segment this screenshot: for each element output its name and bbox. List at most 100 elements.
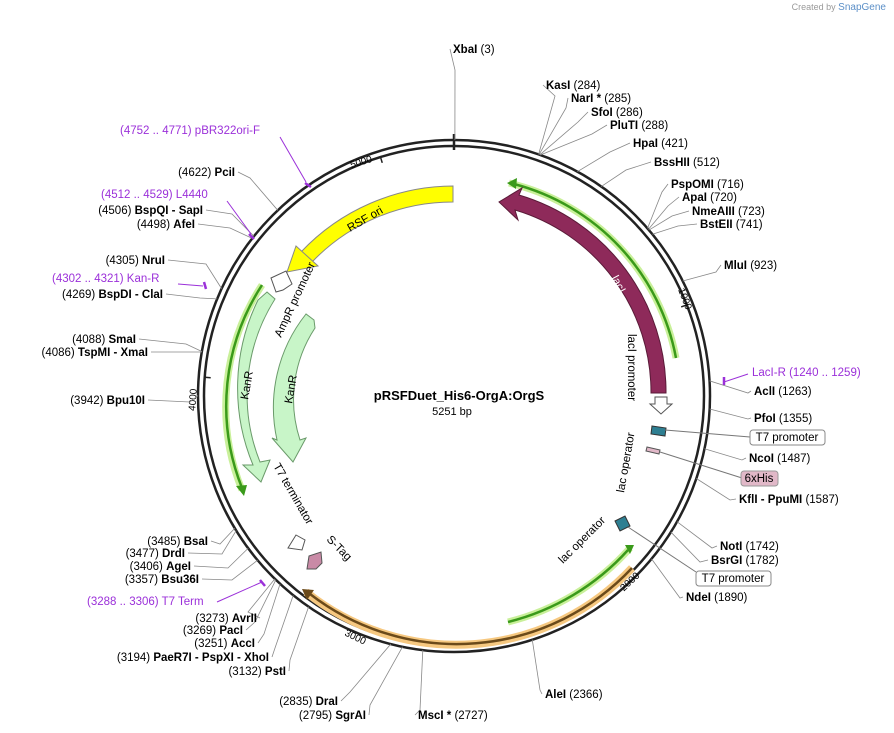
site-position: (4305): [106, 255, 142, 267]
restriction-site-label[interactable]: PspOMI (716): [671, 179, 744, 191]
site-position: (2795): [299, 710, 335, 722]
site-name: NarI *: [571, 93, 602, 105]
restriction-site-label[interactable]: (4086) TspMI - XmaI: [41, 347, 148, 359]
restriction-site-label[interactable]: SfoI (286): [591, 107, 643, 119]
restriction-site-label[interactable]: (3357) Bsu36I: [125, 574, 199, 586]
restriction-site-label[interactable]: (4506) BspQI - SapI: [98, 205, 203, 217]
site-position: (1263): [775, 386, 812, 398]
orf-arrow-upper-head: [507, 178, 517, 189]
restriction-site-label[interactable]: BsrGI (1782): [711, 555, 779, 567]
t7-promoter-1-box: [749, 429, 826, 446]
restriction-site-label[interactable]: (3269) PacI: [183, 625, 243, 637]
restriction-site-label[interactable]: AclI (1263): [754, 386, 812, 398]
laci-feature[interactable]: [498, 186, 667, 394]
site-name: Bpu10I: [107, 395, 145, 407]
site-leader: [538, 97, 569, 155]
site-name: SfoI: [591, 107, 613, 119]
site-position: (285): [601, 93, 631, 105]
orf-arrow-bottom-head: [302, 589, 314, 600]
site-leader: [147, 395, 199, 403]
site-leader: [197, 223, 253, 239]
site-position: (4086): [41, 347, 77, 359]
restriction-site-label[interactable]: KflI - PpuMI (1587): [739, 494, 839, 506]
restriction-site-label[interactable]: (3406) AgeI: [130, 561, 191, 573]
rsf-ori-body[interactable]: [300, 185, 454, 263]
restriction-site-label[interactable]: (4622) PciI: [178, 167, 235, 179]
site-position: (1742): [742, 541, 779, 553]
primer-label[interactable]: (4302 .. 4321) Kan-R: [52, 273, 159, 285]
primer-label[interactable]: (3288 .. 3306) T7 Term: [87, 596, 204, 608]
site-leader: [449, 48, 456, 141]
site-leader: [340, 643, 392, 702]
restriction-site-label[interactable]: PluTI (288): [610, 120, 668, 132]
site-leader: [670, 531, 709, 563]
restriction-site-label[interactable]: AleI (2366): [545, 689, 603, 701]
restriction-site-label[interactable]: NotI (1742): [720, 541, 779, 553]
restriction-site-label[interactable]: NcoI (1487): [749, 453, 811, 465]
restriction-site-label[interactable]: MluI (923): [724, 260, 777, 272]
site-position: (2727): [451, 710, 488, 722]
restriction-site-label[interactable]: NdeI (1890): [686, 592, 748, 604]
orf-arrow-left: [224, 284, 264, 489]
restriction-site-label[interactable]: (4088) SmaI: [72, 334, 136, 346]
restriction-site-label[interactable]: (3132) PstI: [228, 666, 286, 678]
restriction-site-label[interactable]: (4498) AfeI: [137, 219, 195, 231]
t7-promoter-1-marker: [650, 425, 667, 437]
restriction-site-label[interactable]: NarI * (285): [571, 93, 631, 105]
primer-label[interactable]: LacI-R (1240 .. 1259): [752, 367, 861, 379]
site-name: DraI: [316, 696, 338, 708]
restriction-site-label[interactable]: (2795) SgrAI: [299, 710, 366, 722]
restriction-site-label[interactable]: (2835) DraI: [279, 696, 338, 708]
restriction-site-label[interactable]: (3251) AccI: [194, 638, 255, 650]
site-name: TspMI - XmaI: [78, 347, 148, 359]
site-leader: [651, 558, 684, 599]
site-name: KasI: [546, 80, 570, 92]
restriction-site-label[interactable]: KasI (284): [546, 80, 601, 92]
site-leader: [165, 293, 218, 300]
site-leader: [682, 264, 722, 282]
restriction-site-label[interactable]: (4269) BspDI - ClaI: [62, 289, 163, 301]
restriction-site-label[interactable]: (3942) Bpu10I: [70, 395, 145, 407]
orf-arrow-bottom: [309, 567, 633, 646]
kanr-2-feature[interactable]: [271, 313, 316, 463]
snapgene-brand-logo: SnapGene: [838, 2, 886, 13]
snapgene-credit: Created by SnapGene: [792, 2, 886, 13]
site-position: (720): [707, 192, 737, 204]
site-position: (2366): [566, 689, 603, 701]
restriction-site-label[interactable]: BssHII (512): [654, 157, 720, 169]
restriction-site-label[interactable]: (3194) PaeR7I - PspXI - XhoI: [117, 652, 269, 664]
restriction-site-label[interactable]: (3477) DrdI: [126, 548, 185, 560]
primer-pbr322ori-f-mark: [304, 181, 312, 189]
restriction-site-label[interactable]: (4305) NruI: [106, 255, 165, 267]
site-position: (716): [714, 179, 744, 191]
restriction-site-label[interactable]: HpaI (421): [633, 138, 688, 150]
ampr-promoter-arrow: [270, 270, 293, 293]
site-name: PspOMI: [671, 179, 714, 191]
restriction-site-label[interactable]: BstEII (741): [700, 219, 763, 231]
site-position: (286): [613, 107, 643, 119]
restriction-site-label[interactable]: PfoI (1355): [754, 413, 812, 425]
restriction-site-label[interactable]: NmeAIII (723): [692, 206, 765, 218]
site-name: Bsu36I: [161, 574, 199, 586]
site-name: AgeI: [166, 561, 191, 573]
site-leader: [201, 559, 258, 581]
site-position: (3194): [117, 652, 153, 664]
site-position: (3485): [147, 536, 183, 548]
primer-markers: [177, 136, 749, 603]
restriction-site-label[interactable]: XbaI (3): [453, 44, 495, 56]
site-position: (741): [733, 219, 763, 231]
site-name: BstEII: [700, 219, 733, 231]
primer-label[interactable]: (4752 .. 4771) pBR322ori-F: [120, 125, 260, 137]
site-name: AleI: [545, 689, 566, 701]
site-position: (4498): [137, 219, 173, 231]
site-name: MluI: [724, 260, 747, 272]
site-position: (421): [658, 138, 688, 150]
restriction-site-label[interactable]: ApaI (720): [682, 192, 737, 204]
kanr-1-feature[interactable]: [237, 291, 276, 483]
restriction-site-label[interactable]: (3273) AvrII: [195, 613, 257, 625]
restriction-site-label[interactable]: (3485) BsaI: [147, 536, 208, 548]
restriction-site-label[interactable]: MscI * (2727): [418, 710, 488, 722]
site-name: NdeI: [686, 592, 711, 604]
t7-promoter-2-marker: [614, 515, 631, 532]
primer-label[interactable]: (4512 .. 4529) L4440: [101, 189, 208, 201]
